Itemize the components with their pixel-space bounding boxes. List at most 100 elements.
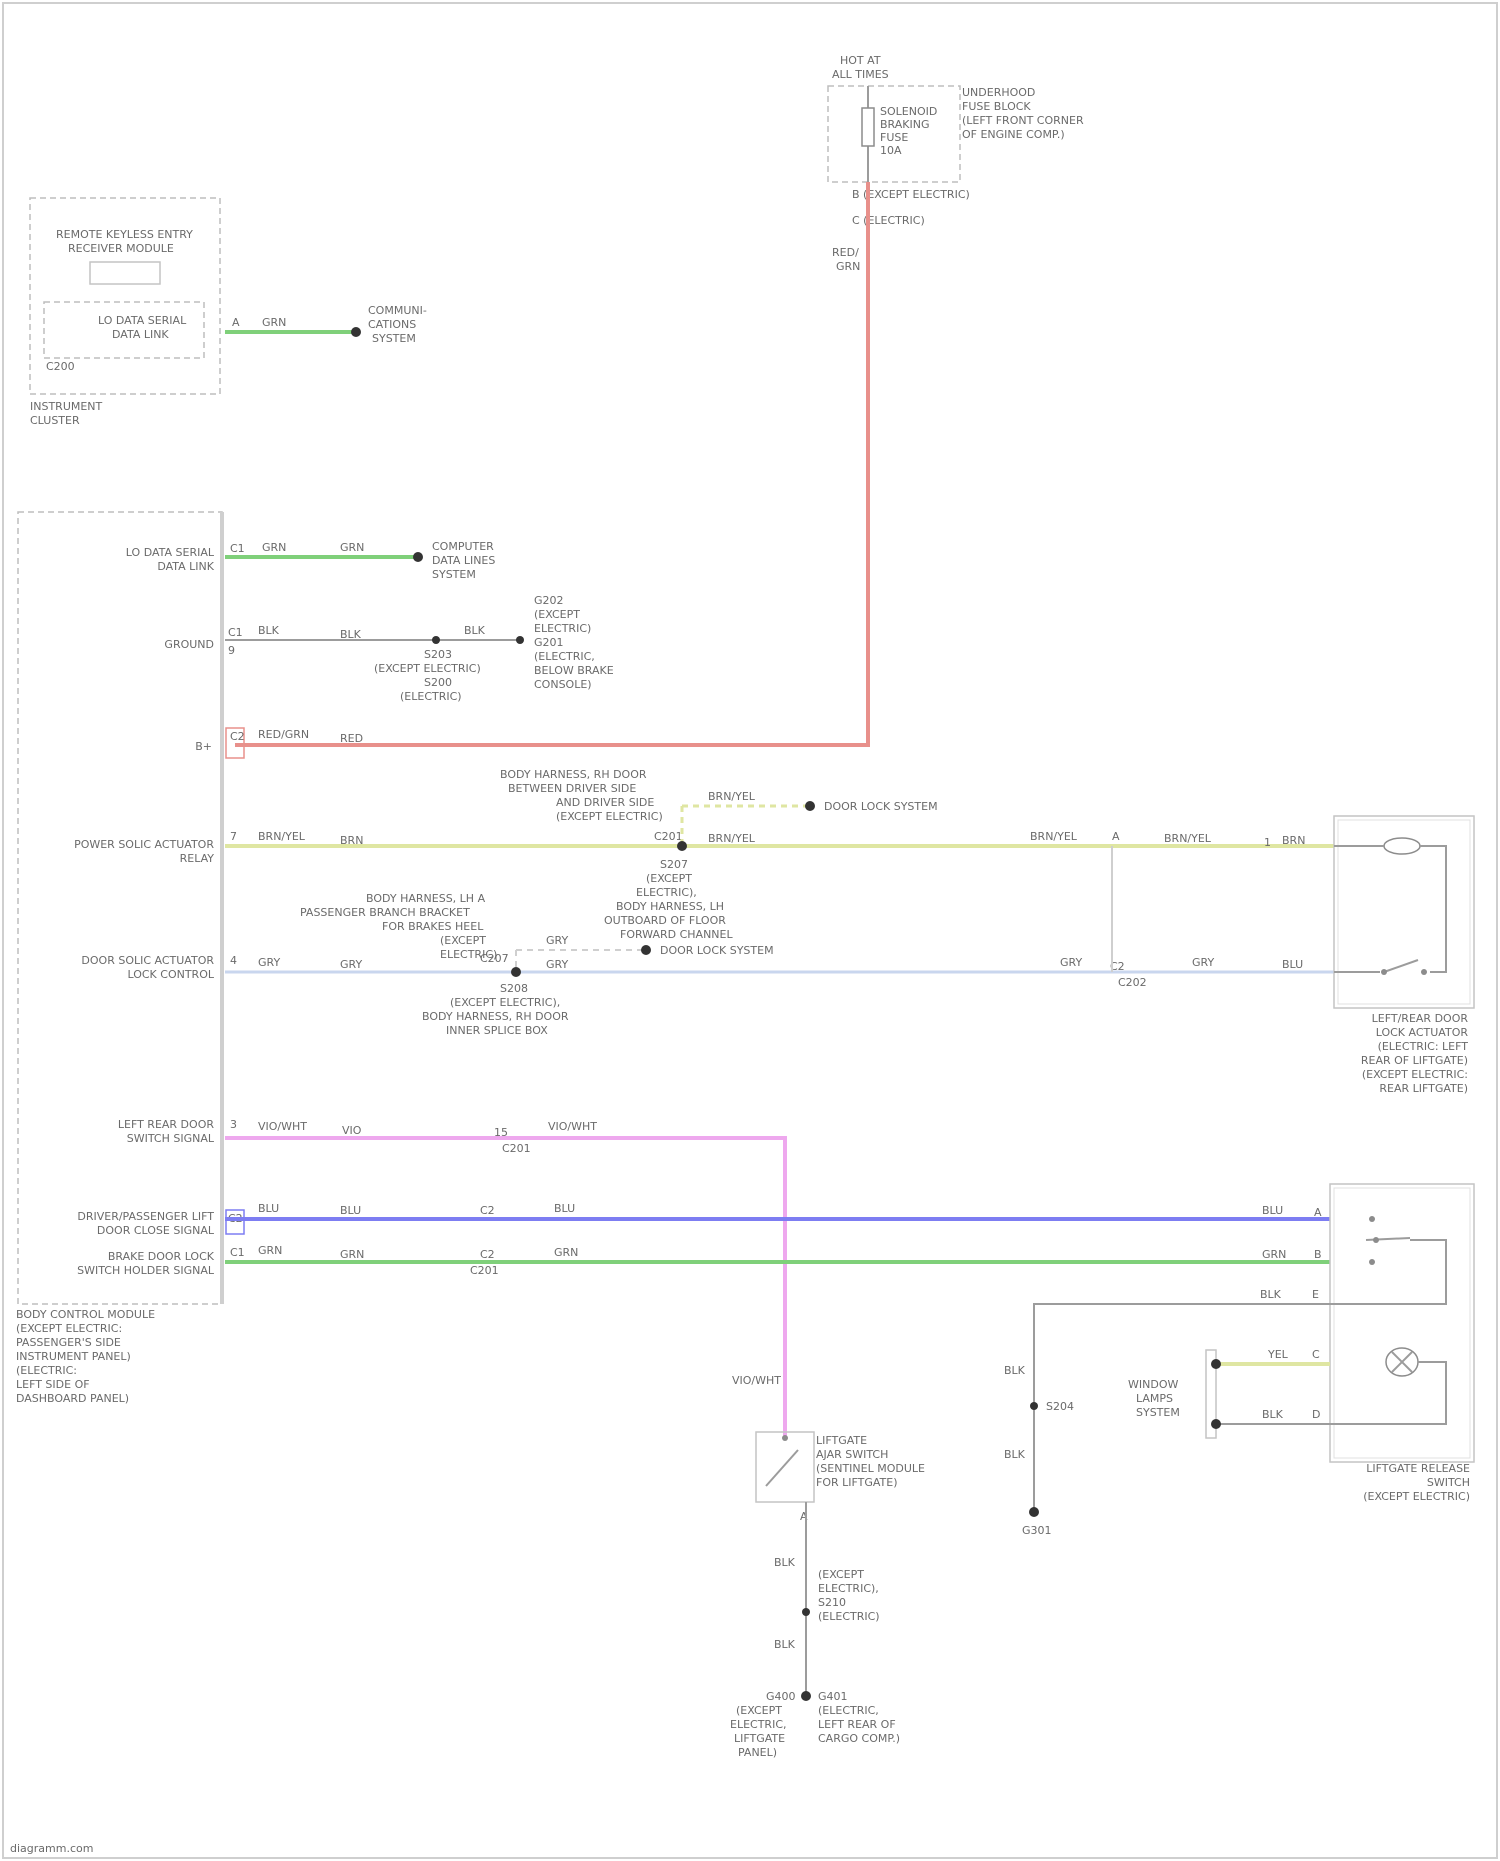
ground-desc-3: G201 — [534, 636, 564, 649]
wire-label: RED/GRN — [258, 728, 309, 741]
wire-label-3: GRN — [554, 1246, 578, 1259]
branch-label-3: FOR BRAKES HEEL — [382, 920, 484, 933]
splice-node — [802, 1608, 810, 1616]
dest-label-3: SYSTEM — [432, 568, 476, 581]
pin-id-2: 1 — [1264, 836, 1271, 849]
pin-label-2: SWITCH HOLDER SIGNAL — [77, 1264, 215, 1277]
pin-id-2: A — [1314, 1206, 1322, 1219]
fuse-name-label: SOLENOID — [880, 105, 937, 118]
wire-label: VIO/WHT — [258, 1120, 307, 1133]
bcm-pin-rear-door-switch: LEFT REAR DOOR SWITCH SIGNAL 3 VIO/WHT V… — [118, 1118, 785, 1438]
module-label: LEFT/REAR DOOR — [1372, 1012, 1469, 1025]
wire-label: GRN — [262, 541, 286, 554]
splice-desc: (EXCEPT — [818, 1568, 864, 1581]
splice-id: S203 — [424, 648, 452, 661]
wire-label-2: GRN — [340, 541, 364, 554]
fuse-name-label-3: FUSE — [880, 131, 908, 144]
liftgate-ajar-switch: LIFTGATE AJAR SWITCH (SENTINEL MODULE FO… — [730, 1432, 925, 1759]
splice-desc: (EXCEPT ELECTRIC) — [374, 662, 481, 675]
splice-id: S207 — [660, 858, 688, 871]
splice-desc-5: FORWARD CHANNEL — [620, 928, 733, 941]
fuse-hot-label-2: ALL TIMES — [832, 68, 889, 81]
splice-id: S208 — [500, 982, 528, 995]
lamp-node — [1211, 1359, 1221, 1369]
splice-desc-4: OUTBOARD OF FLOOR — [604, 914, 726, 927]
wire-label-3: BLK — [1262, 1408, 1284, 1421]
module-label-2: LOCK ACTUATOR — [1376, 1026, 1469, 1039]
ground-id: G202 — [534, 594, 564, 607]
pin-id: C1 — [230, 1246, 245, 1259]
wire-label-2: BLK — [340, 628, 362, 641]
ground-icon — [801, 1691, 811, 1701]
liftgate-switch-wiring: BLK E YEL C BLK D WINDOW LAMPS SYSTEM S2… — [1004, 1288, 1330, 1537]
splice-desc-3: (ELECTRIC) — [400, 690, 462, 703]
wire-label-2: BLK — [774, 1638, 796, 1651]
pin-id: C1 — [230, 542, 245, 555]
connector-id: C2 — [480, 1204, 495, 1217]
pin-label: LEFT REAR DOOR — [118, 1118, 214, 1131]
receiver-splice-node — [351, 327, 361, 337]
pin-id: 7 — [230, 830, 237, 843]
gray-branch: BODY HARNESS, LH A PASSENGER BRANCH BRAC… — [300, 892, 1303, 1037]
bcm-pin-actuator-relay: POWER SOLIC ACTUATOR RELAY 7 BRN/YEL BRN — [74, 830, 1334, 865]
ground-desc: (EXCEPT — [736, 1704, 782, 1717]
splice-desc-2: ELECTRIC), — [636, 886, 697, 899]
splice-node — [641, 945, 651, 955]
branch-label-2: PASSENGER BRANCH BRACKET — [300, 906, 470, 919]
connector-id: C201 — [502, 1142, 531, 1155]
receiver-dest-label: COMMUNI- — [368, 304, 427, 317]
lamp-label-2: LAMPS — [1136, 1392, 1173, 1405]
ground-desc: (EXCEPT — [534, 608, 580, 621]
ground-desc-2: ELECTRIC) — [534, 622, 591, 635]
fuse-wire-label: RED/ — [832, 246, 859, 259]
dest-label: DOOR LOCK SYSTEM — [824, 800, 938, 813]
pin-label: B+ — [195, 740, 212, 753]
pink-switch-wire — [225, 1138, 785, 1438]
lamp-node-2 — [1211, 1419, 1221, 1429]
module-label-6: REAR LIFTGATE) — [1379, 1082, 1468, 1095]
wire-label: BLU — [258, 1202, 279, 1215]
module-label-3: (ELECTRIC: LEFT — [1378, 1040, 1469, 1053]
splice-desc-3: INNER SPLICE BOX — [446, 1024, 548, 1037]
splice-desc-3: (ELECTRIC) — [818, 1610, 880, 1623]
page-frame — [3, 3, 1497, 1858]
dest-label: COMPUTER — [432, 540, 494, 553]
pin-label-2: SWITCH SIGNAL — [127, 1132, 215, 1145]
ground-node — [516, 636, 524, 644]
wire-label: BLK — [774, 1556, 796, 1569]
pin-id: C1 — [228, 626, 243, 639]
wire-label: GRY — [258, 956, 280, 969]
pin-id-2: 9 — [228, 644, 235, 657]
branch-label-3: AND DRIVER SIDE — [556, 796, 654, 809]
splice-id: S204 — [1046, 1400, 1074, 1413]
fuse-box-label: UNDERHOOD — [962, 86, 1035, 99]
fuse-rating-label: 10A — [880, 144, 902, 157]
bcm-title-4: INSTRUMENT PANEL) — [16, 1350, 131, 1363]
lamp-label-3: SYSTEM — [1136, 1406, 1180, 1419]
receiver-location-2: CLUSTER — [30, 414, 80, 427]
wire-label-2: BRN — [340, 834, 363, 847]
wire-label: BLK — [1260, 1288, 1282, 1301]
wire-label: GRY — [546, 934, 568, 947]
splice-desc-2: ELECTRIC), — [818, 1582, 879, 1595]
pin-label: DRIVER/PASSENGER LIFT — [77, 1210, 214, 1223]
pin-id: 3 — [230, 1118, 237, 1131]
wire-label-3: VIO/WHT — [548, 1120, 597, 1133]
receiver-dest-label-2: CATIONS — [368, 318, 416, 331]
receiver-pin-label-2: DATA LINK — [112, 328, 169, 341]
bcm-title-2: (EXCEPT ELECTRIC: — [16, 1322, 122, 1335]
switch-label-2: SWITCH — [1427, 1476, 1470, 1489]
pin-label: GROUND — [164, 638, 214, 651]
wire-label-4: BLK — [1004, 1364, 1026, 1377]
switch-label-4: FOR LIFTGATE) — [816, 1476, 898, 1489]
receiver-connector: C200 — [46, 360, 75, 373]
ground-desc-4: (ELECTRIC, — [534, 650, 595, 663]
wire-label-4: BRN/YEL — [1164, 832, 1212, 845]
pin-label: POWER SOLIC ACTUATOR — [74, 838, 214, 851]
connector-id-2: C202 — [1118, 976, 1147, 989]
splice-node — [805, 801, 815, 811]
receiver-title: REMOTE KEYLESS ENTRY — [56, 228, 193, 241]
ground-desc-7: CARGO COMP.) — [818, 1732, 900, 1745]
pin-id: E — [1312, 1288, 1319, 1301]
wire-label-2: BRN/YEL — [708, 832, 756, 845]
